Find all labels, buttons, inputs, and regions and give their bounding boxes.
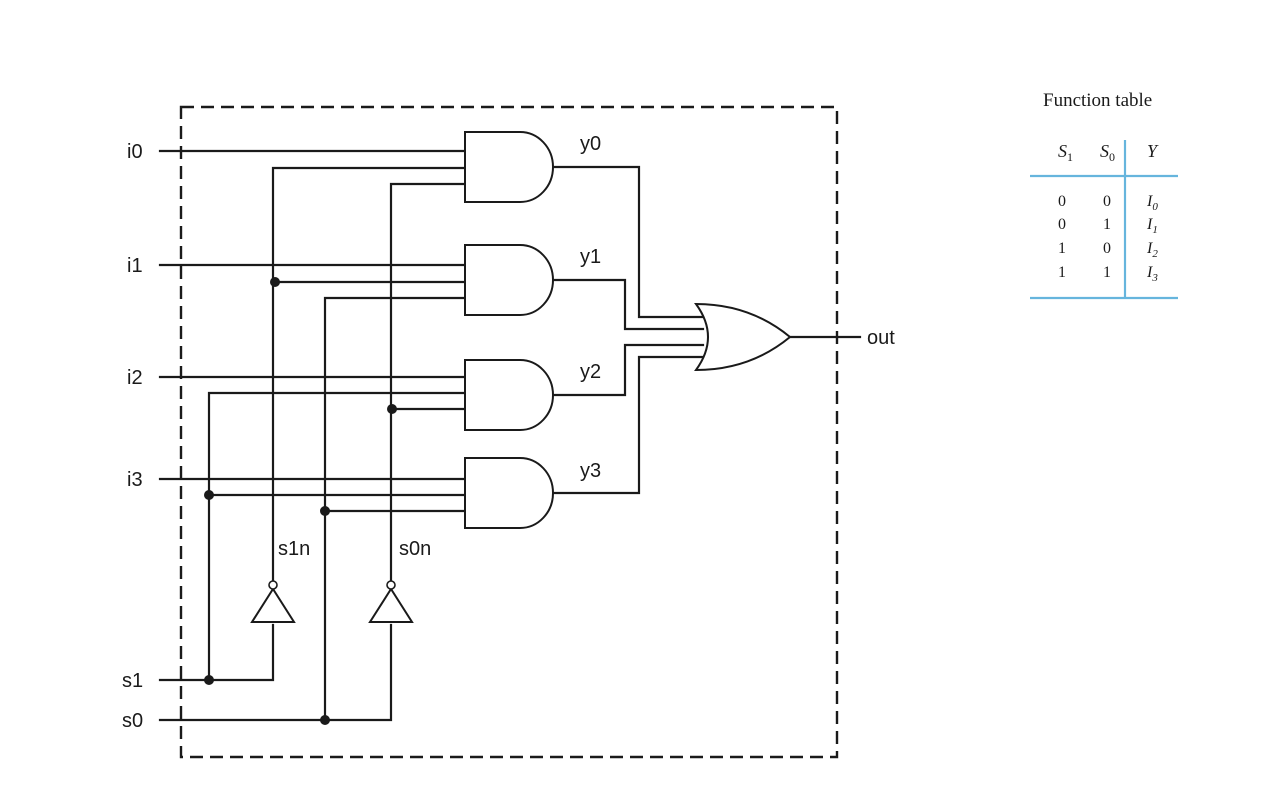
wire-s1: [158, 623, 275, 682]
and-output-wires: [551, 165, 862, 495]
cell-s1: 1: [1058, 240, 1066, 257]
header-y: Y: [1147, 141, 1159, 161]
input-label-i3: i3: [127, 469, 143, 491]
input-label-i0: i0: [127, 141, 143, 163]
cell-y: I2: [1146, 240, 1158, 260]
header-s0: S0: [1100, 141, 1115, 164]
wire-s1n-trunk: [271, 166, 467, 587]
table-row: 1 0 I2: [1058, 240, 1158, 260]
and-output-label-y3: y3: [580, 460, 601, 482]
and-gate-1: [464, 244, 554, 316]
inverter-triangle: [368, 587, 414, 623]
wire-s0-trunk: [323, 296, 467, 722]
wire-y0: [551, 165, 705, 319]
table-row: 0 1 I1: [1058, 216, 1158, 236]
inverter-bubble: [386, 580, 396, 590]
junction-dot: [387, 404, 397, 414]
select-label-s1: s1: [122, 670, 143, 692]
wire-s0: [158, 623, 393, 722]
cell-y: I3: [1146, 264, 1158, 284]
cell-s0: 0: [1103, 193, 1111, 210]
select-label-s0: s0: [122, 710, 143, 732]
cell-y: I1: [1146, 216, 1158, 236]
inverter-triangle: [250, 587, 296, 623]
input-wires: [158, 149, 467, 722]
junction-dot: [320, 715, 330, 725]
function-table: Function table S1 S0 Y 0 0 I0 0 1 I1 1 0…: [1030, 90, 1178, 300]
inverted-label-s0n: s0n: [399, 538, 431, 560]
function-table-title: Function table: [1043, 90, 1152, 111]
inverted-label-s1n: s1n: [278, 538, 310, 560]
and-output-label-y1: y1: [580, 246, 601, 268]
table-row: 1 1 I3: [1058, 264, 1158, 284]
cell-s0: 1: [1103, 216, 1111, 233]
module-boundary: [179, 105, 839, 759]
cell-y: I0: [1146, 193, 1158, 213]
select-wires: [207, 166, 467, 722]
cell-s1: 0: [1058, 216, 1066, 233]
and-output-label-y0: y0: [580, 133, 601, 155]
junction-dot: [320, 506, 330, 516]
junction-dot: [270, 277, 280, 287]
inverter-s0: [368, 580, 414, 623]
and-gate-3: [464, 457, 554, 529]
and-gate-2: [464, 359, 554, 431]
wire-s0n-trunk: [389, 182, 467, 587]
header-s1: S1: [1058, 141, 1073, 164]
wire-y3: [551, 355, 705, 495]
and-gate-0: [464, 131, 554, 203]
output-label: out: [867, 327, 895, 349]
inverter-s1: [250, 580, 296, 623]
inverter-bubble: [268, 580, 278, 590]
wire-s1-trunk: [207, 391, 467, 682]
wire-y2: [551, 343, 705, 397]
junction-dot: [204, 490, 214, 500]
table-row: 0 0 I0: [1058, 193, 1158, 213]
cell-s0: 0: [1103, 240, 1111, 257]
and-output-label-y2: y2: [580, 361, 601, 383]
cell-s0: 1: [1103, 264, 1111, 281]
junction-dots: [204, 277, 397, 725]
wire-y1: [551, 278, 705, 331]
junction-dot: [204, 675, 214, 685]
input-label-i1: i1: [127, 255, 143, 277]
or-gate: [694, 302, 792, 372]
cell-s1: 0: [1058, 193, 1066, 210]
cell-s1: 1: [1058, 264, 1066, 281]
input-label-i2: i2: [127, 367, 143, 389]
